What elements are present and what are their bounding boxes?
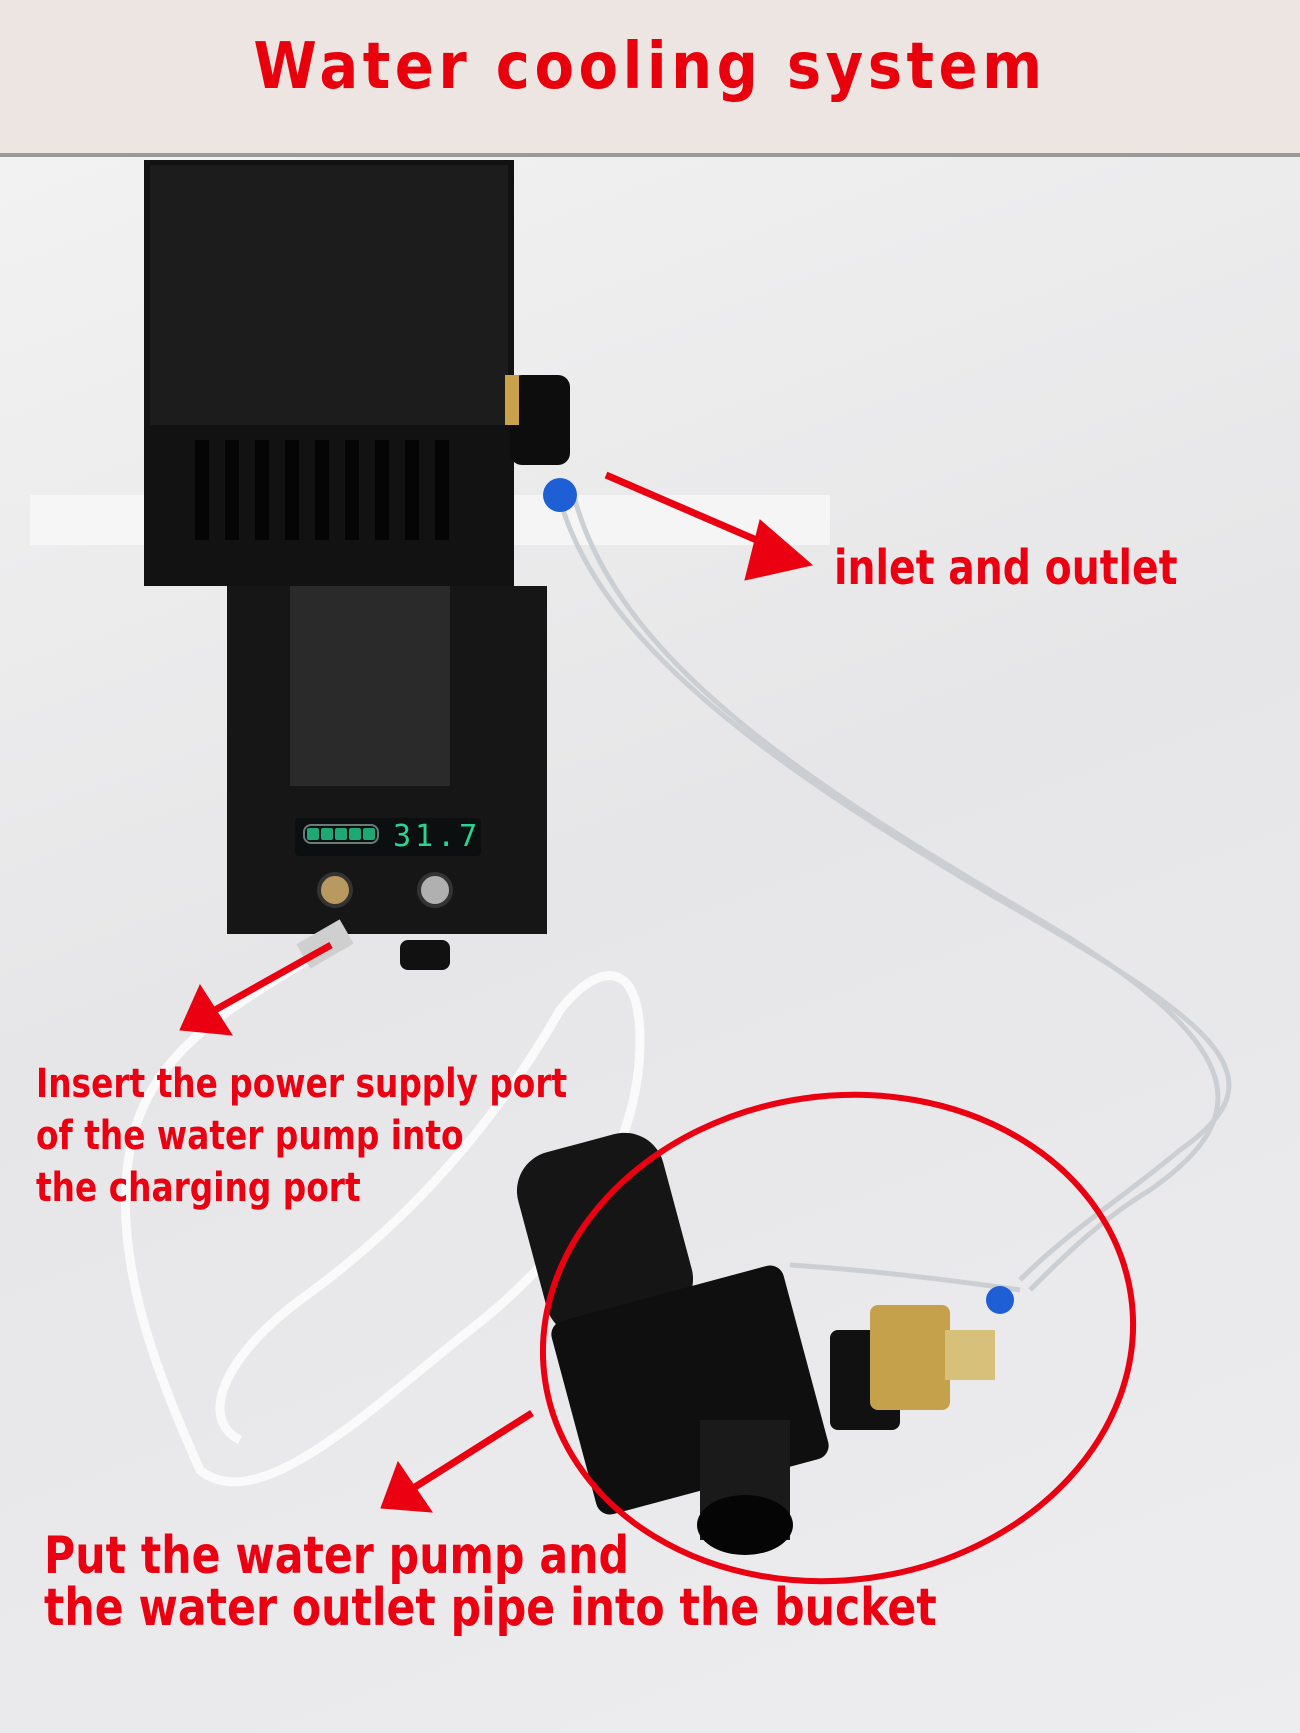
brass-fitting	[870, 1305, 950, 1410]
arrow-power-port	[179, 941, 333, 1036]
header-banner: Water cooling system	[0, 0, 1300, 157]
label-bucket-line: Put the water pump and	[44, 1526, 630, 1586]
key	[400, 940, 450, 970]
label-bucket: Put the water pump and the water outlet …	[44, 1530, 937, 1634]
label-bucket-line: the water outlet pipe into the bucket	[44, 1578, 937, 1638]
label-power-line: of the water pump into	[36, 1113, 464, 1159]
label-power-line: Insert the power supply port	[36, 1061, 568, 1107]
label-power-line: the charging port	[36, 1165, 361, 1211]
arrow-bucket	[380, 1410, 534, 1513]
highlight-circle	[539, 1091, 1137, 1585]
display-readout: 31.7	[393, 819, 482, 854]
water-pump	[516, 1132, 1014, 1555]
battery-display: 31.7	[295, 818, 481, 856]
heatsink-fins	[195, 440, 449, 540]
page-title: Water cooling system	[253, 30, 1047, 104]
label-power-supply: Insert the power supply port of the wate…	[36, 1058, 567, 1214]
battery-level-icon	[303, 824, 379, 844]
clear-tubes	[557, 499, 1232, 1293]
key-switch	[417, 872, 453, 908]
label-inlet-outlet: inlet and outlet	[834, 540, 1178, 596]
arrow-inlet-outlet	[604, 471, 814, 581]
elbow-fitting	[510, 375, 570, 465]
charging-port	[317, 872, 353, 908]
